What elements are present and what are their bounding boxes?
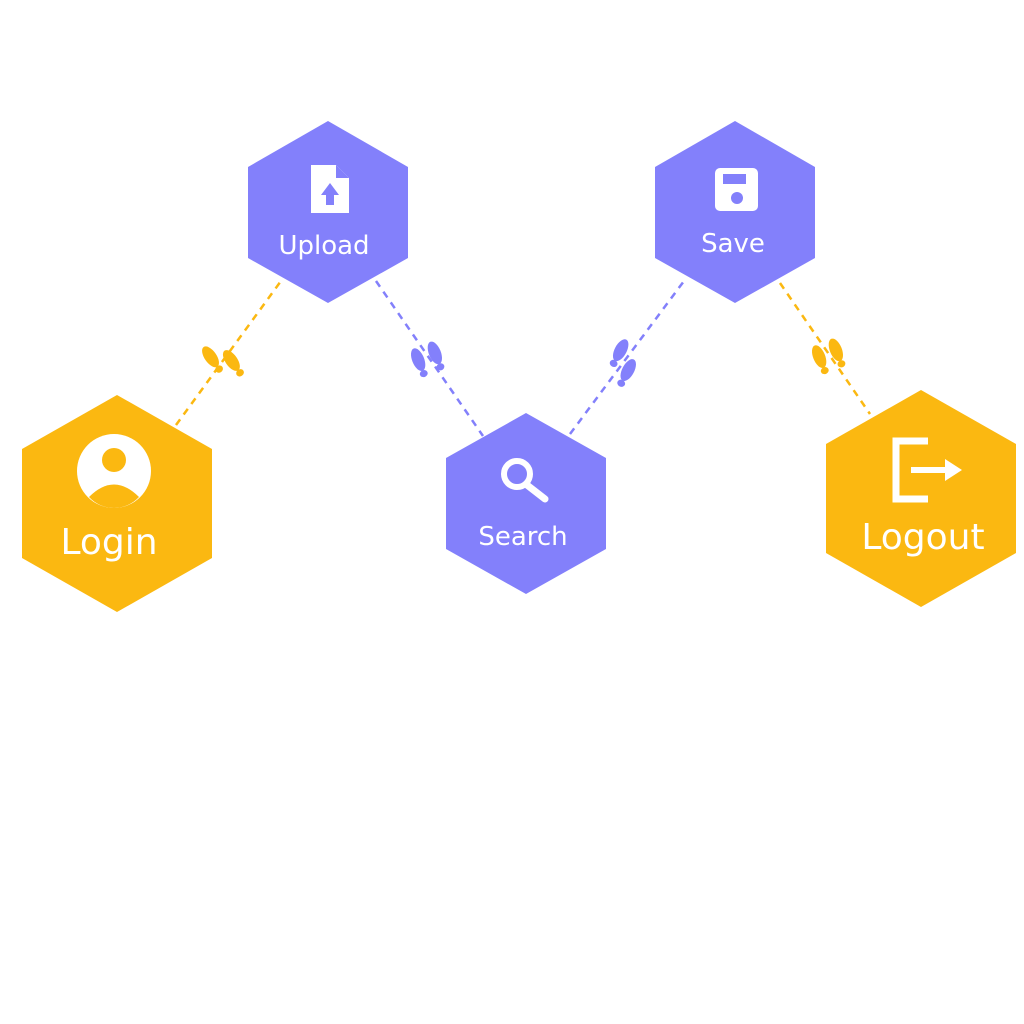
connector-upload-search [374, 280, 485, 437]
connector-login-upload [174, 280, 283, 426]
node-upload[interactable]: Upload [248, 121, 408, 303]
node-save[interactable]: Save [655, 121, 815, 303]
connector-line [374, 280, 485, 437]
footprints-icon [812, 338, 846, 375]
file-upload-icon [311, 165, 349, 213]
footprints-icon [411, 341, 445, 378]
logout-icon [892, 437, 962, 503]
node-search[interactable]: Search [446, 413, 606, 594]
node-label: Search [478, 522, 567, 552]
node-label: Upload [278, 231, 369, 261]
footprints-icon [202, 346, 244, 377]
floppy-disk-icon [715, 168, 758, 211]
user-circle-icon [77, 434, 151, 508]
hexagon-shape [655, 121, 815, 303]
footprints-icon [609, 339, 636, 387]
node-logout[interactable]: Logout [826, 390, 1016, 607]
connector-line [568, 280, 686, 435]
connector-search-save [568, 280, 686, 435]
connector-line [778, 282, 872, 415]
node-login[interactable]: Login [22, 395, 212, 612]
node-label: Login [60, 522, 157, 563]
connector-line [174, 280, 283, 426]
search-icon [501, 458, 549, 503]
hexagon-shape [446, 413, 606, 594]
node-label: Logout [861, 517, 984, 558]
node-label: Save [701, 229, 765, 259]
connector-save-logout [778, 282, 872, 415]
